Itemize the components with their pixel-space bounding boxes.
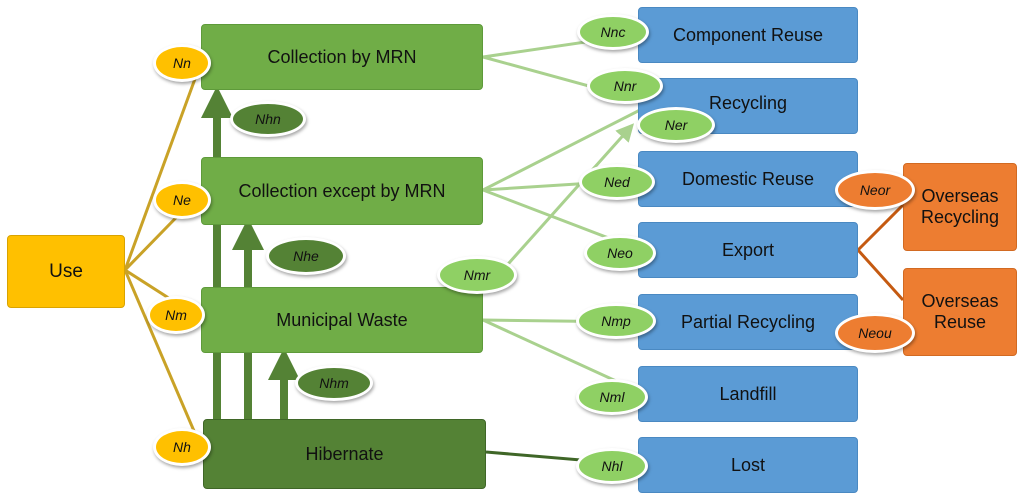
label-ner: Ner — [637, 107, 715, 143]
label-ne: Ne — [153, 181, 211, 219]
collection-mrn-node: Collection by MRN — [201, 24, 483, 90]
label-nn: Nn — [153, 44, 211, 82]
link-export-overseas-recycling — [856, 203, 905, 252]
label-nmr: Nmr — [437, 256, 517, 294]
label-nml: Nml — [576, 379, 648, 415]
overseas-reuse-node: Overseas Reuse — [903, 268, 1017, 356]
label-ned: Ned — [579, 164, 655, 200]
label-nhe: Nhe — [266, 237, 346, 275]
landfill-node: Landfill — [638, 366, 858, 422]
component-reuse-node: Component Reuse — [638, 7, 858, 63]
partial-recycling-node: Partial Recycling — [638, 294, 858, 350]
label-nhn: Nhn — [230, 101, 306, 137]
municipal-waste-node: Municipal Waste — [201, 287, 483, 353]
label-neou: Neou — [835, 313, 915, 353]
label-nh: Nh — [153, 428, 211, 466]
use-node: Use — [7, 235, 125, 308]
label-neor: Neor — [835, 170, 915, 210]
link-except-recycling — [482, 108, 641, 192]
link-use-hibernate — [123, 269, 205, 453]
hibernate-node: Hibernate — [203, 419, 486, 489]
label-nnr: Nnr — [587, 68, 663, 104]
lost-node: Lost — [638, 437, 858, 493]
label-nnc: Nnc — [577, 14, 649, 50]
label-nhm: Nhm — [295, 365, 373, 401]
label-neo: Neo — [584, 235, 656, 271]
label-nm: Nm — [147, 296, 205, 334]
overseas-recycling-node: Overseas Recycling — [903, 163, 1017, 251]
label-nhl: Nhl — [576, 448, 648, 484]
link-export-overseas-reuse — [856, 248, 905, 302]
collection-except-node: Collection except by MRN — [201, 157, 483, 225]
link-use-collection-mrn — [123, 56, 205, 271]
domestic-reuse-node: Domestic Reuse — [638, 151, 858, 207]
label-nmp: Nmp — [576, 303, 656, 339]
export-node: Export — [638, 222, 858, 278]
